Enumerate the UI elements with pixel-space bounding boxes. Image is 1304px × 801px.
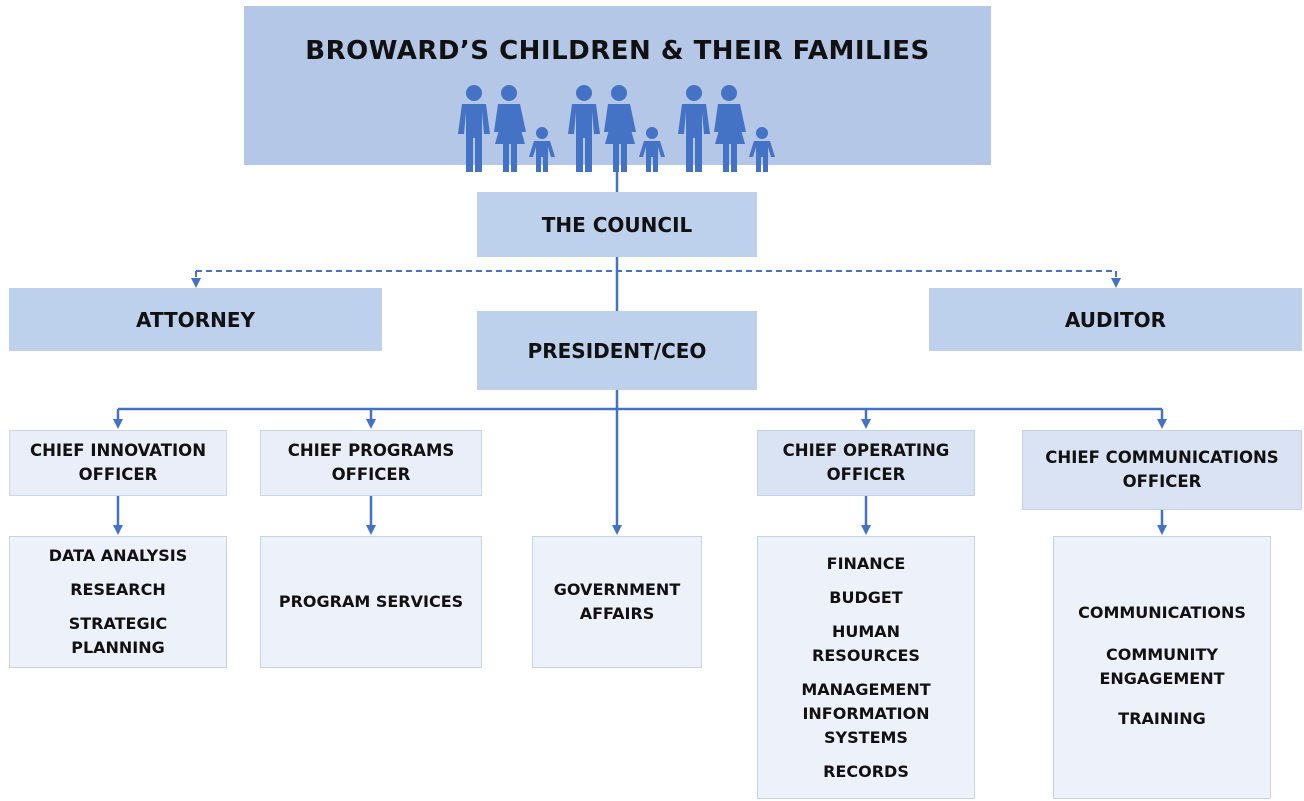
- header-title: BROWARD’S CHILDREN & THEIR FAMILIES: [305, 36, 930, 66]
- operating-departments-box: FINANCE BUDGET HUMAN RESOURCES MANAGEMEN…: [757, 536, 975, 799]
- chief-communications-line-1: CHIEF COMMUNICATIONS: [1045, 448, 1279, 467]
- auditor-label: AUDITOR: [1064, 307, 1167, 332]
- dept-research: RESEARCH: [70, 580, 166, 599]
- dept-government-line-2: AFFAIRS: [579, 604, 655, 623]
- dept-mis-line-2: INFORMATION: [802, 703, 930, 723]
- header-box: BROWARD’S CHILDREN & THEIR FAMILIES: [244, 6, 991, 172]
- chief-communications-box: CHIEF COMMUNICATIONS OFFICER: [1022, 430, 1302, 510]
- council-box: THE COUNCIL: [477, 192, 757, 257]
- chief-operating-line-2: OFFICER: [826, 465, 906, 484]
- dept-mis-line-3: SYSTEMS: [824, 727, 908, 747]
- chief-operating-line-1: CHIEF OPERATING: [782, 441, 950, 460]
- dept-budget: BUDGET: [829, 587, 903, 607]
- attorney-box: ATTORNEY: [9, 288, 382, 351]
- chief-programs-line-1: CHIEF PROGRAMS: [287, 441, 455, 460]
- dept-data-analysis: DATA ANALYSIS: [48, 546, 188, 565]
- dept-strategic-line-1: STRATEGIC: [68, 614, 168, 633]
- dept-training: TRAINING: [1118, 709, 1206, 728]
- government-affairs-box: GOVERNMENT AFFAIRS: [532, 536, 702, 668]
- chief-communications-line-2: OFFICER: [1122, 472, 1202, 491]
- dept-community-line-1: COMMUNITY: [1105, 645, 1219, 664]
- dept-government-line-1: GOVERNMENT: [553, 580, 681, 599]
- chief-innovation-box: CHIEF INNOVATION OFFICER: [9, 430, 227, 496]
- dept-mis-line-1: MANAGEMENT: [801, 679, 931, 699]
- innovation-departments-box: DATA ANALYSIS RESEARCH STRATEGIC PLANNIN…: [9, 536, 227, 668]
- chief-operating-box: CHIEF OPERATING OFFICER: [757, 430, 975, 496]
- chief-innovation-line-1: CHIEF INNOVATION: [29, 441, 207, 460]
- council-label: THE COUNCIL: [541, 212, 693, 237]
- attorney-label: ATTORNEY: [136, 307, 255, 332]
- communications-departments-box: COMMUNICATIONS COMMUNITY ENGAGEMENT TRAI…: [1053, 536, 1271, 799]
- chief-innovation-line-2: OFFICER: [78, 465, 158, 484]
- dept-finance: FINANCE: [826, 553, 906, 573]
- family-icon: [458, 85, 775, 172]
- president-box: PRESIDENT/CEO: [477, 311, 757, 390]
- dept-human-line-2: RESOURCES: [812, 645, 920, 665]
- dept-communications: COMMUNICATIONS: [1078, 603, 1246, 622]
- chief-programs-line-2: OFFICER: [331, 465, 411, 484]
- auditor-box: AUDITOR: [929, 288, 1302, 351]
- dept-human-line-1: HUMAN: [831, 621, 901, 641]
- dept-strategic-line-2: PLANNING: [71, 638, 165, 657]
- dept-program-services: PROGRAM SERVICES: [278, 592, 464, 611]
- programs-departments-box: PROGRAM SERVICES: [260, 536, 482, 668]
- president-label: PRESIDENT/CEO: [527, 338, 707, 363]
- chief-programs-box: CHIEF PROGRAMS OFFICER: [260, 430, 482, 496]
- dept-community-line-2: ENGAGEMENT: [1099, 669, 1225, 688]
- dept-records: RECORDS: [823, 761, 909, 781]
